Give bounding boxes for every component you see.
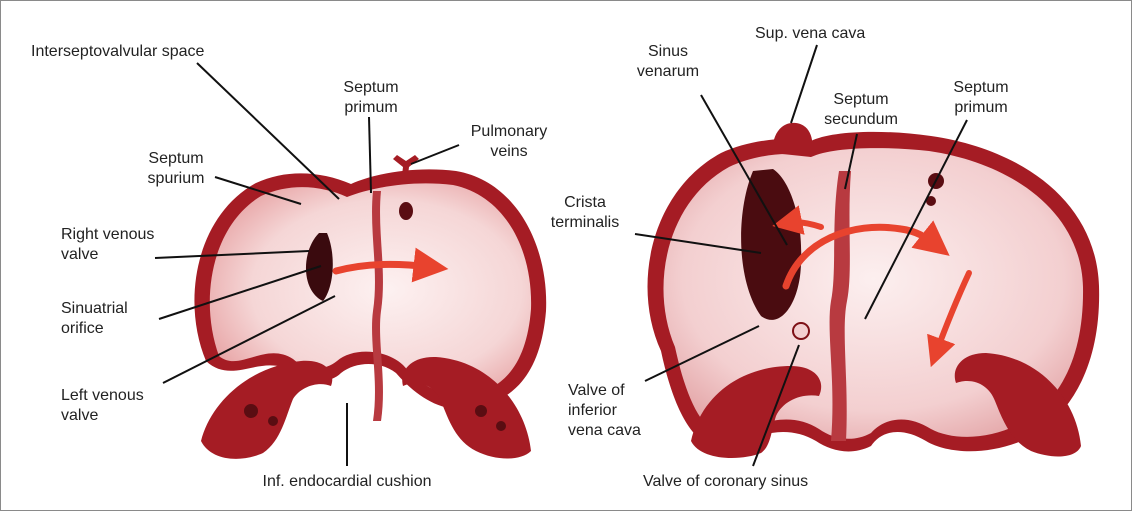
label-right-venous-valve: Right venous valve — [61, 225, 154, 265]
label-septum-primum-left: Septum primum — [331, 78, 411, 118]
label-crista-terminalis: Crista terminalis — [537, 193, 633, 233]
right-sup-vena-cava — [773, 123, 813, 157]
label-septum-secundum: Septum secundum — [813, 90, 909, 130]
label-valve-coronary-sinus: Valve of coronary sinus — [643, 472, 808, 492]
label-sup-vena-cava: Sup. vena cava — [755, 24, 865, 44]
label-septum-primum-right: Septum primum — [941, 78, 1021, 118]
label-interseptovalvular-space: Interseptovalvular space — [31, 42, 204, 62]
label-septum-spurium: Septum spurium — [134, 149, 218, 189]
right-heart — [648, 123, 1100, 458]
label-inf-endocardial-cushion: Inf. endocardial cushion — [231, 472, 463, 492]
left-inferior-cushion-left — [201, 361, 332, 459]
label-sinus-venarum: Sinus venarum — [633, 42, 703, 82]
label-left-venous-valve: Left venous valve — [61, 386, 144, 426]
label-pulmonary-veins: Pulmonary veins — [459, 122, 559, 162]
label-valve-inferior-vena-cava: Valve of inferior vena cava — [568, 381, 641, 441]
leader-pulmonary-veins — [411, 145, 459, 164]
label-sinuatrial-orifice: Sinuatrial orifice — [61, 299, 128, 339]
left-heart — [194, 155, 546, 459]
